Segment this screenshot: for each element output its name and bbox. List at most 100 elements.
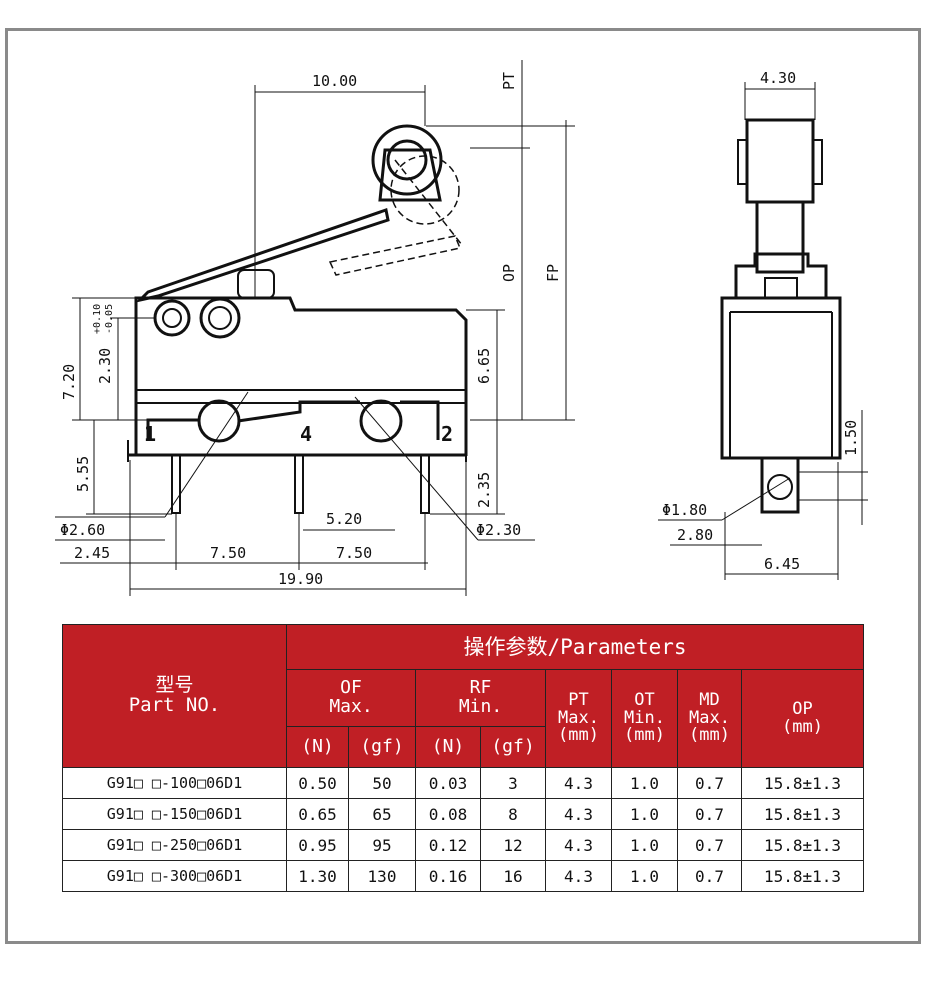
of-n-cell: 0.95: [286, 829, 349, 861]
mount-boss: [199, 297, 241, 339]
pivot-hole: [162, 308, 182, 328]
of-n-cell: 0.65: [286, 798, 349, 830]
end-lever: [755, 200, 805, 274]
dim-2-45: 2.45: [74, 544, 110, 562]
end-shoulder: [734, 252, 828, 298]
pt-cell: 4.3: [545, 829, 612, 861]
terminal-2-label: 2: [441, 422, 453, 446]
ot-cell: 1.0: [611, 767, 678, 799]
plunger: [237, 269, 275, 299]
rf-gf-cell: 3: [480, 767, 546, 799]
op-cell: 15.8±1.3: [741, 767, 864, 799]
pt-header: PT Max. (mm): [545, 669, 612, 768]
end-body: [720, 296, 842, 460]
dim-phi-2-30: Φ2.30: [476, 521, 521, 539]
op-cell: 15.8±1.3: [741, 798, 864, 830]
roller-axle: [386, 139, 428, 181]
contact-spring: [237, 400, 360, 423]
pt-cell: 4.3: [545, 860, 612, 892]
part-label-cn: 型号: [155, 674, 194, 697]
pin-4: [294, 454, 304, 514]
md-cell: 0.7: [677, 860, 742, 892]
technical-drawing: 1 4 2 10.00 PT OP FP 6.65 2.35 7.: [55, 60, 868, 596]
dim-4-30: 4.30: [760, 69, 796, 87]
md-cell: 0.7: [677, 798, 742, 830]
dim-7-50-b: 7.50: [336, 544, 372, 562]
side-view: 1 4 2 10.00 PT OP FP 6.65 2.35 7.: [55, 60, 575, 596]
op-cell: 15.8±1.3: [741, 829, 864, 861]
op-unit: (mm): [782, 716, 823, 737]
dim-1-50: 1.50: [842, 420, 860, 456]
md-unit: (mm): [689, 725, 730, 746]
md-cell: 0.7: [677, 829, 742, 861]
rf-gf-cell: 8: [480, 798, 546, 830]
of-gf-cell: 130: [348, 860, 416, 892]
part-number-cell: G91□ □-250□06D1: [62, 829, 287, 861]
rf-n-cell: 0.12: [415, 829, 481, 861]
pin-1: [171, 454, 181, 514]
rf-sub: Min.: [458, 696, 503, 717]
dim-6-65: 6.65: [475, 348, 493, 384]
of-sub: Max.: [329, 696, 373, 717]
rf-unit-n: (N): [415, 726, 481, 768]
ot-sub: Min.: [624, 707, 665, 728]
table-row: G91□ □-100□06D1 0.50 50 0.03 3 4.3 1.0 0…: [62, 767, 864, 799]
of-gf-cell: 95: [348, 829, 416, 861]
end-roller-axle-right: [812, 139, 823, 185]
lever-arm: [135, 208, 390, 303]
rf-header: RF Min.: [415, 669, 546, 727]
dim-2-30-tol-lower: -0.05: [104, 304, 115, 334]
part-number-cell: G91□ □-300□06D1: [62, 860, 287, 892]
lever-pressed: [328, 235, 462, 276]
ot-header: OT Min. (mm): [611, 669, 678, 768]
pt-cell: 4.3: [545, 767, 612, 799]
md-cell: 0.7: [677, 767, 742, 799]
dim-5-20: 5.20: [326, 510, 362, 528]
ot-cell: 1.0: [611, 829, 678, 861]
parameters-title: 操作参数/Parameters: [286, 624, 864, 670]
rf-n-cell: 0.03: [415, 767, 481, 799]
dim-op: OP: [500, 264, 518, 282]
dim-2-30-tol-upper: +0.10: [92, 304, 103, 334]
pt-sub: Max.: [558, 707, 599, 728]
end-terminal-tab: [760, 458, 800, 514]
end-roller-axle-left: [737, 139, 748, 185]
dim-7-50-a: 7.50: [210, 544, 246, 562]
pin-2: [420, 454, 430, 514]
op-label: OP: [792, 698, 813, 719]
ot-unit: (mm): [624, 725, 665, 746]
dim-6-45: 6.45: [764, 555, 800, 573]
dim-7-20: 7.20: [60, 364, 78, 400]
terminal-4-label: 4: [300, 422, 312, 446]
dim-pt: PT: [500, 72, 518, 90]
of-header: OF Max.: [286, 669, 416, 727]
pt-cell: 4.3: [545, 798, 612, 830]
of-label: OF: [340, 677, 362, 699]
rf-n-cell: 0.16: [415, 860, 481, 892]
dim-19-90: 19.90: [278, 570, 323, 588]
parameters-table: 型号 Part NO. 操作参数/Parameters OF Max. RF M…: [62, 624, 864, 892]
rf-label: RF: [469, 677, 492, 699]
roller-bracket: [378, 148, 442, 202]
dim-phi-2-60: Φ2.60: [60, 521, 105, 539]
md-header: MD Max. (mm): [677, 669, 742, 768]
of-gf-cell: 50: [348, 767, 416, 799]
dim-2-80: 2.80: [677, 526, 713, 544]
mount-hole: [208, 306, 232, 330]
roller-pressed: [390, 155, 460, 225]
ot-cell: 1.0: [611, 860, 678, 892]
of-gf-cell: 65: [348, 798, 416, 830]
rf-n-cell: 0.08: [415, 798, 481, 830]
part-number-cell: G91□ □-150□06D1: [62, 798, 287, 830]
md-label: MD: [699, 689, 720, 710]
dim-5-55: 5.55: [74, 456, 92, 492]
rf-gf-cell: 12: [480, 829, 546, 861]
ot-cell: 1.0: [611, 798, 678, 830]
terminal-hole-right: [359, 399, 403, 443]
ot-label: OT: [634, 689, 655, 710]
op-header: OP (mm): [741, 669, 864, 768]
end-view: 4.30 1.50 Φ1.80 2.80 6.45: [658, 69, 868, 580]
end-roller: [745, 118, 815, 204]
part-number-header: 型号 Part NO.: [62, 624, 287, 768]
of-unit-n: (N): [286, 726, 349, 768]
